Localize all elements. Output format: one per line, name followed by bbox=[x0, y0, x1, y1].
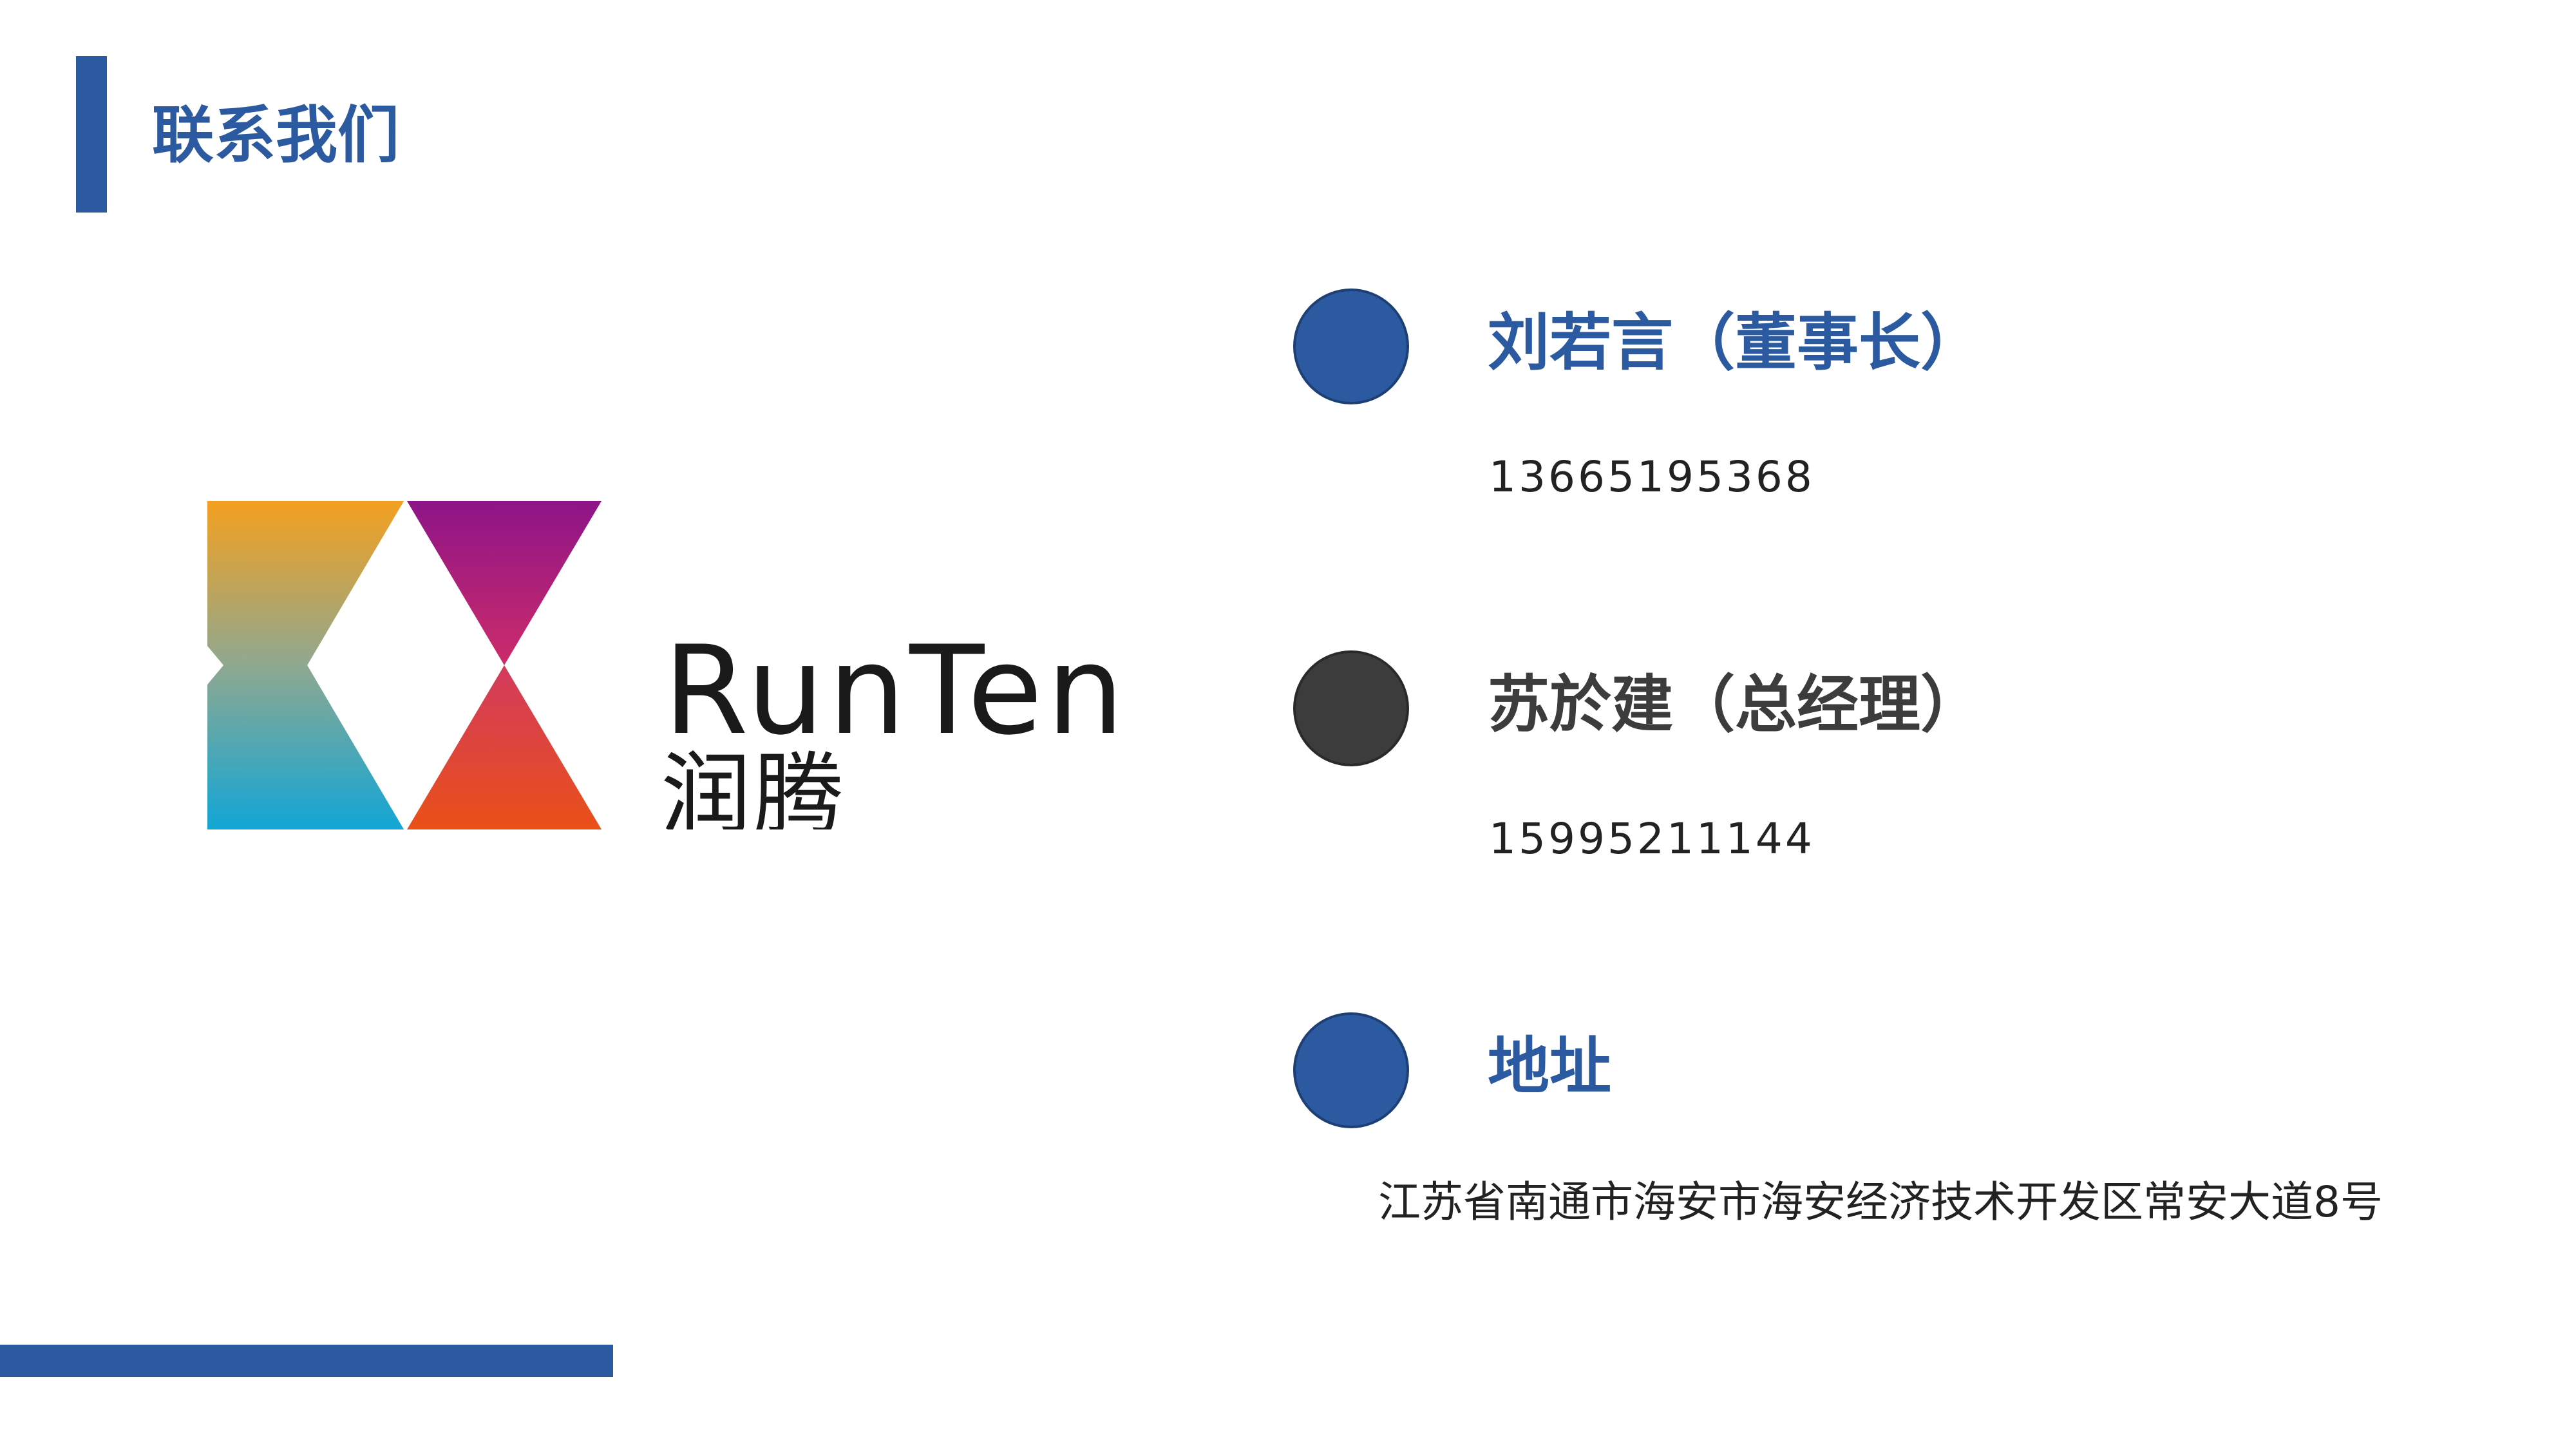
contact-1-name: 刘若言（董事长） bbox=[1488, 307, 1982, 379]
address-dot bbox=[1293, 1012, 1409, 1128]
logo-graphic: RunTeng 润腾 bbox=[207, 501, 1122, 829]
logo-left-notch-fill bbox=[207, 501, 404, 829]
address-value: 江苏省南通市海安市海安经济技术开发区常安大道8号 bbox=[1378, 1177, 2383, 1227]
contact-1-phone: 13665195368 bbox=[1489, 452, 1815, 502]
logo-bottom-triangle bbox=[407, 665, 601, 829]
title-accent-bar bbox=[76, 56, 107, 213]
logo-left-notch bbox=[207, 646, 223, 685]
contact-2-phone: 15995211144 bbox=[1489, 814, 1815, 864]
page-title: 联系我们 bbox=[152, 99, 399, 171]
runteng-logo: RunTeng 润腾 bbox=[207, 501, 1122, 829]
contact-1-dot bbox=[1293, 289, 1409, 404]
contact-2-name: 苏於建（总经理） bbox=[1488, 668, 1982, 741]
bottom-accent-bar bbox=[0, 1345, 613, 1377]
logo-brand-zh: 润腾 bbox=[661, 743, 846, 829]
contact-2-dot bbox=[1293, 650, 1409, 766]
logo-brand-en: RunTeng bbox=[663, 620, 1122, 762]
logo-top-triangle bbox=[407, 501, 601, 665]
address-label: 地址 bbox=[1488, 1030, 1611, 1103]
